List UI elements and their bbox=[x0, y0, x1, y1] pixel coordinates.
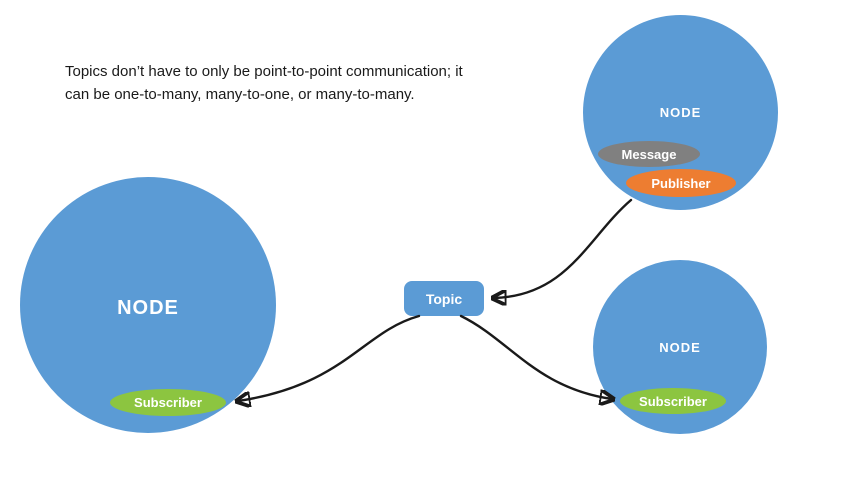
subscriber-badge-right: Subscriber bbox=[620, 388, 726, 414]
node-top-right-label: NODE bbox=[659, 105, 702, 120]
topic-box: Topic bbox=[404, 281, 484, 316]
message-badge-label: Message bbox=[621, 146, 677, 162]
message-badge: Message bbox=[598, 141, 700, 167]
caption: Topics don’t have to only be point-to-po… bbox=[65, 60, 495, 107]
subscriber-badge-left: Subscriber bbox=[110, 389, 226, 416]
caption-line-2: can be one-to-many, many-to-one, or many… bbox=[65, 86, 415, 104]
subscriber-badge-right-label: Subscriber bbox=[639, 393, 707, 409]
publisher-badge-label: Publisher bbox=[651, 175, 711, 191]
arrow-topic-to-right-subscriber bbox=[459, 314, 612, 399]
node-left-label: NODE bbox=[117, 297, 179, 319]
subscriber-badge-left-label: Subscriber bbox=[134, 395, 202, 410]
node-bottom-right-label: NODE bbox=[659, 340, 701, 355]
arrow-publisher-to-topic bbox=[494, 198, 633, 298]
caption-line-1: Topics don’t have to only be point-to-po… bbox=[65, 63, 463, 80]
topic-label: Topic bbox=[425, 290, 463, 307]
publisher-badge: Publisher bbox=[626, 169, 736, 197]
